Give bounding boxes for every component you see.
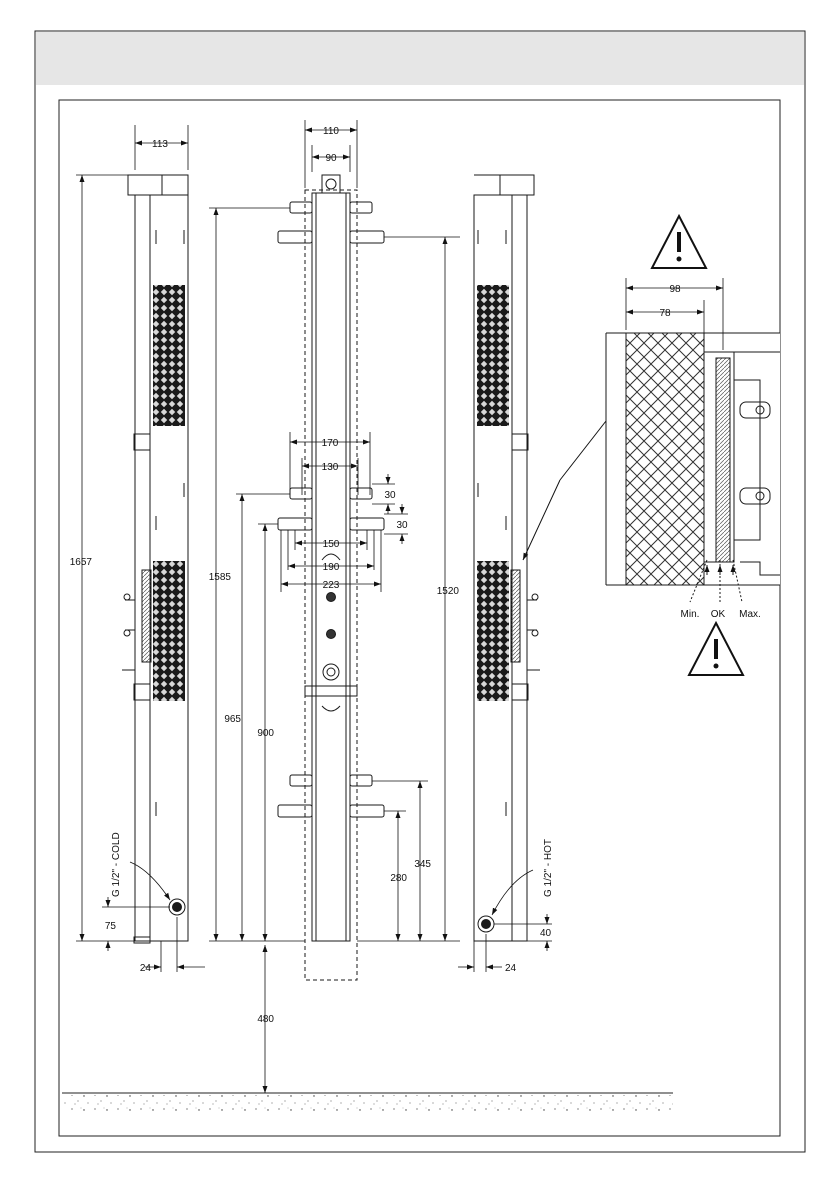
- dim-110: 110: [323, 126, 339, 137]
- dim-345: 345: [414, 859, 431, 870]
- dim-24-left: 24: [140, 963, 152, 974]
- ok-label: OK: [711, 609, 726, 620]
- dim-170: 170: [322, 438, 339, 449]
- floor: [62, 1093, 673, 1111]
- dim-75: 75: [105, 921, 117, 932]
- left-side-view: [122, 175, 188, 943]
- dim-130: 130: [322, 462, 339, 473]
- dim-190: 190: [323, 562, 340, 573]
- dim-280: 280: [390, 873, 407, 884]
- dim-113: 113: [152, 139, 168, 150]
- dim-150: 150: [323, 539, 340, 550]
- hot-connection-label: G 1/2" - HOT: [543, 839, 554, 897]
- dim-1657: 1657: [70, 557, 93, 568]
- max-label: Max.: [739, 609, 761, 620]
- dim-480: 480: [257, 1014, 274, 1025]
- dim-1585: 1585: [209, 572, 232, 583]
- dim-30-upper: 30: [384, 490, 396, 501]
- detail-view: [606, 333, 780, 602]
- right-side-view: [474, 175, 540, 941]
- dim-965: 965: [224, 714, 241, 725]
- cold-connection-label: G 1/2" - COLD: [111, 832, 122, 897]
- dim-30-lower: 30: [396, 520, 408, 531]
- dim-223: 223: [323, 580, 340, 591]
- warning-triangle-icon: [689, 623, 743, 675]
- header-band: [36, 32, 804, 85]
- dim-78: 78: [659, 308, 671, 319]
- min-label: Min.: [681, 609, 700, 620]
- warning-triangle-icon: [652, 216, 706, 268]
- dim-900: 900: [257, 728, 274, 739]
- dim-24-right: 24: [505, 963, 517, 974]
- front-view: [278, 175, 384, 980]
- dim-90: 90: [325, 153, 337, 164]
- dim-98: 98: [669, 284, 681, 295]
- dim-40: 40: [540, 928, 552, 939]
- dim-1520: 1520: [437, 586, 460, 597]
- detail-callout-line: [523, 421, 606, 560]
